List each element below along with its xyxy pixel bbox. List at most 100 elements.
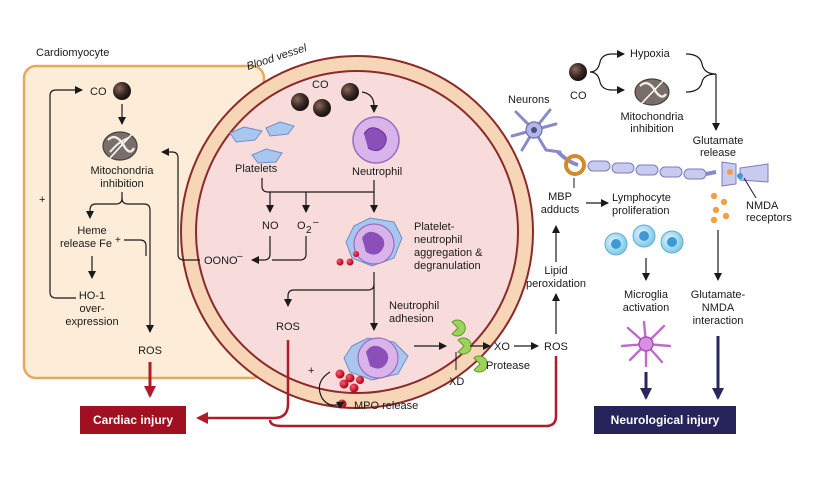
- platelet-icon: [229, 121, 295, 164]
- vessel-ros-label: ROS: [276, 321, 300, 333]
- neurological-injury-label: Neurological injury: [611, 413, 720, 427]
- blood-vessel: Blood vessel CO Platelets Neutrophil NO …: [161, 42, 534, 412]
- o2-superscript: –: [313, 217, 319, 228]
- glutamate-release-label-2: release: [700, 147, 736, 159]
- glutamate-nmda-label-1: Glutamate-: [691, 289, 746, 301]
- ho1-label-1: HO-1: [79, 290, 105, 302]
- cardiac-injury-label: Cardiac injury: [93, 413, 173, 427]
- mpo-label: MPO release: [354, 400, 418, 412]
- neutrophil-label: Neutrophil: [352, 166, 402, 178]
- o2-label: O: [297, 220, 306, 232]
- heme-label-1: Heme: [77, 225, 106, 237]
- oono-superscript: –: [237, 251, 243, 262]
- adhesion-label-2: adhesion: [389, 313, 434, 325]
- platelets-label: Platelets: [235, 163, 278, 175]
- oono-label: OONO: [204, 255, 238, 267]
- connector: [268, 356, 558, 428]
- synapse-icon: [721, 161, 769, 187]
- cardiac-injury-box: Cardiac injury: [80, 406, 186, 434]
- co-molecule-icon: [113, 82, 131, 100]
- aggregation-label-2: neutrophil: [414, 234, 462, 246]
- connector: [743, 177, 757, 199]
- myelin-sheath-icon: [564, 154, 717, 180]
- aggregation-label-1: Platelet-: [414, 221, 455, 233]
- heme-label-superscript: +: [115, 235, 121, 246]
- mitochondria-icon: [102, 131, 138, 161]
- neurological-injury-box: Neurological injury: [594, 406, 736, 434]
- arrow: [121, 197, 154, 333]
- lymphocyte-cells-icon: [604, 224, 684, 256]
- nmda-label-1: NMDA: [746, 200, 779, 212]
- xanthine-pathway: XD XO ROS Protease Lipid peroxidation: [449, 225, 586, 388]
- co-molecule-icon: [313, 99, 331, 117]
- connector: [272, 236, 307, 261]
- mpo-plus-sign: +: [308, 365, 314, 377]
- lipid-label-2: peroxidation: [526, 278, 586, 290]
- co-molecule-icon: [291, 93, 309, 111]
- arrow: [589, 71, 625, 94]
- protease-label: Protease: [486, 360, 530, 372]
- microglia-icon: [620, 320, 672, 368]
- feedback-arrow: [49, 86, 83, 299]
- mbp-label-2: adducts: [541, 204, 580, 216]
- cardio-mito-label-2: inhibition: [100, 178, 143, 190]
- nmda-label-2: receptors: [746, 212, 792, 224]
- cardio-co-label: CO: [90, 86, 107, 98]
- neurological-injury-badge: [594, 406, 736, 434]
- arrow: [361, 91, 378, 113]
- co-molecule-icon: [341, 83, 359, 101]
- lipid-label-1: Lipid: [544, 265, 567, 277]
- cardiac-pathway-arrows: [144, 340, 558, 428]
- cardiomyocyte-title: Cardiomyocyte: [36, 47, 109, 59]
- protease-icon: [473, 355, 488, 373]
- feedback-arrow: [318, 371, 345, 409]
- xd-label: XD: [449, 376, 464, 388]
- ho1-label-2: over-: [79, 303, 104, 315]
- cardio-ros-label: ROS: [138, 345, 162, 357]
- adherent-neutrophil-icon: [343, 337, 409, 381]
- neuro-panel: Neurons NMDA receptors: [508, 48, 792, 400]
- aggregation-label-4: degranulation: [414, 260, 481, 272]
- cardio-plus-sign: +: [39, 194, 45, 206]
- glutamate-particles-icon: [710, 192, 730, 224]
- xanthine-enzyme-icon: [451, 319, 466, 337]
- adhesion-label-1: Neutrophil: [389, 300, 439, 312]
- glutamate-release-label-1: Glutamate: [693, 135, 744, 147]
- aggregation-label-3: aggregation &: [414, 247, 483, 259]
- co-molecule-icon: [569, 63, 587, 81]
- arrow: [86, 192, 123, 219]
- arrow: [251, 236, 271, 264]
- connector: [685, 73, 717, 93]
- connector: [685, 53, 717, 75]
- no-label: NO: [262, 220, 279, 232]
- arrow: [196, 340, 290, 424]
- neuro-mitochondria-icon: [634, 78, 670, 106]
- mbp-label-1: MBP: [548, 191, 572, 203]
- glutamate-nmda-label-2: NMDA: [702, 302, 735, 314]
- cardiac-injury-badge: [80, 406, 186, 434]
- ho1-label-3: expression: [65, 316, 118, 328]
- microglia-label-2: activation: [623, 302, 669, 314]
- connector: [261, 178, 375, 193]
- oono-to-mitochondria-arrow: [161, 148, 200, 261]
- neurons-label: Neurons: [508, 94, 550, 106]
- neuro-mito-label-2: inhibition: [630, 123, 673, 135]
- arrow: [589, 50, 625, 73]
- lymphocyte-label-1: Lymphocyte: [612, 192, 671, 204]
- xanthine-dehydrogenase-icon: [457, 337, 472, 355]
- xo-label: XO: [494, 341, 510, 353]
- neutrophil-icon: [352, 116, 400, 164]
- arrow: [284, 283, 375, 307]
- middle-ros-label: ROS: [544, 341, 568, 353]
- glutamate-nmda-label-3: interaction: [693, 315, 744, 327]
- neuro-mito-label-1: Mitochondria: [621, 111, 685, 123]
- lymphocyte-label-2: proliferation: [612, 205, 669, 217]
- neuron-icon: [510, 108, 562, 154]
- vessel-co-label: CO: [312, 79, 329, 91]
- cardio-mito-label-1: Mitochondria: [91, 165, 155, 177]
- hypoxia-label: Hypoxia: [630, 48, 671, 60]
- heme-label-2: release Fe: [60, 238, 112, 250]
- aggregation-cluster-icon: [336, 217, 403, 267]
